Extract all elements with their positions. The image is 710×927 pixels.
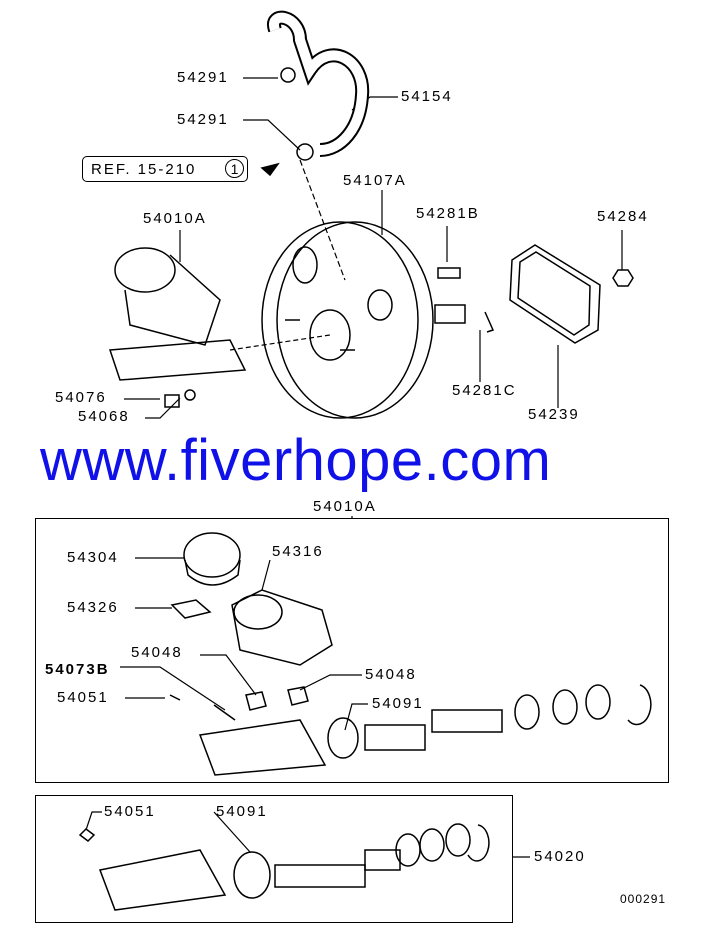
watermark: www.fiverhope.com: [40, 428, 552, 493]
part-label[interactable]: 54051: [57, 689, 109, 706]
part-label[interactable]: 54239: [528, 406, 580, 423]
part-label[interactable]: 54284: [597, 208, 649, 225]
reference-box[interactable]: REF. 15-210 1: [82, 156, 248, 182]
part-label[interactable]: 54048: [131, 644, 183, 661]
master-cylinder-drawing: [108, 247, 247, 408]
leader-lines: [85, 77, 623, 858]
nut-shape: [612, 269, 634, 287]
arrow-icon: [260, 162, 280, 177]
reference-circle-number: 1: [225, 159, 244, 178]
part-label[interactable]: 54281B: [416, 205, 480, 222]
part-label[interactable]: 54304: [67, 549, 119, 566]
part-label[interactable]: 54291: [177, 69, 229, 86]
part-label[interactable]: 54316: [272, 543, 324, 560]
part-label[interactable]: 54076: [55, 389, 107, 406]
part-label[interactable]: 54048: [365, 666, 417, 683]
part-label[interactable]: 54010A: [143, 210, 207, 227]
reference-text: REF. 15-210: [91, 161, 197, 178]
part-label[interactable]: 54073B: [45, 661, 110, 678]
part-label[interactable]: 54107A: [343, 172, 407, 189]
snap-pin: [484, 311, 495, 333]
master-cylinder-assy-drawing: [78, 823, 490, 911]
clevis-pin: [437, 267, 461, 279]
brake-booster-drawing: [261, 221, 434, 419]
master-cylinder-assy-frame: [35, 795, 513, 923]
hose-clamp: [280, 67, 296, 83]
part-label[interactable]: 54091: [216, 803, 268, 820]
part-label[interactable]: 54291: [177, 111, 229, 128]
part-label[interactable]: 54091: [372, 695, 424, 712]
master-cylinder-parts-drawing: [169, 532, 652, 776]
gasket: [509, 244, 601, 344]
part-label[interactable]: 54068: [78, 408, 130, 425]
part-label[interactable]: 54051: [104, 803, 156, 820]
hose-clamp: [296, 143, 314, 161]
part-label[interactable]: 54154: [401, 88, 453, 105]
part-label[interactable]: 54281C: [452, 382, 517, 399]
part-label[interactable]: 54326: [67, 599, 119, 616]
diagram-code: 000291: [620, 892, 667, 906]
part-label[interactable]: 54020: [534, 848, 586, 865]
master-cylinder-detail-frame: [35, 518, 669, 783]
part-label[interactable]: 54010A: [313, 498, 377, 515]
